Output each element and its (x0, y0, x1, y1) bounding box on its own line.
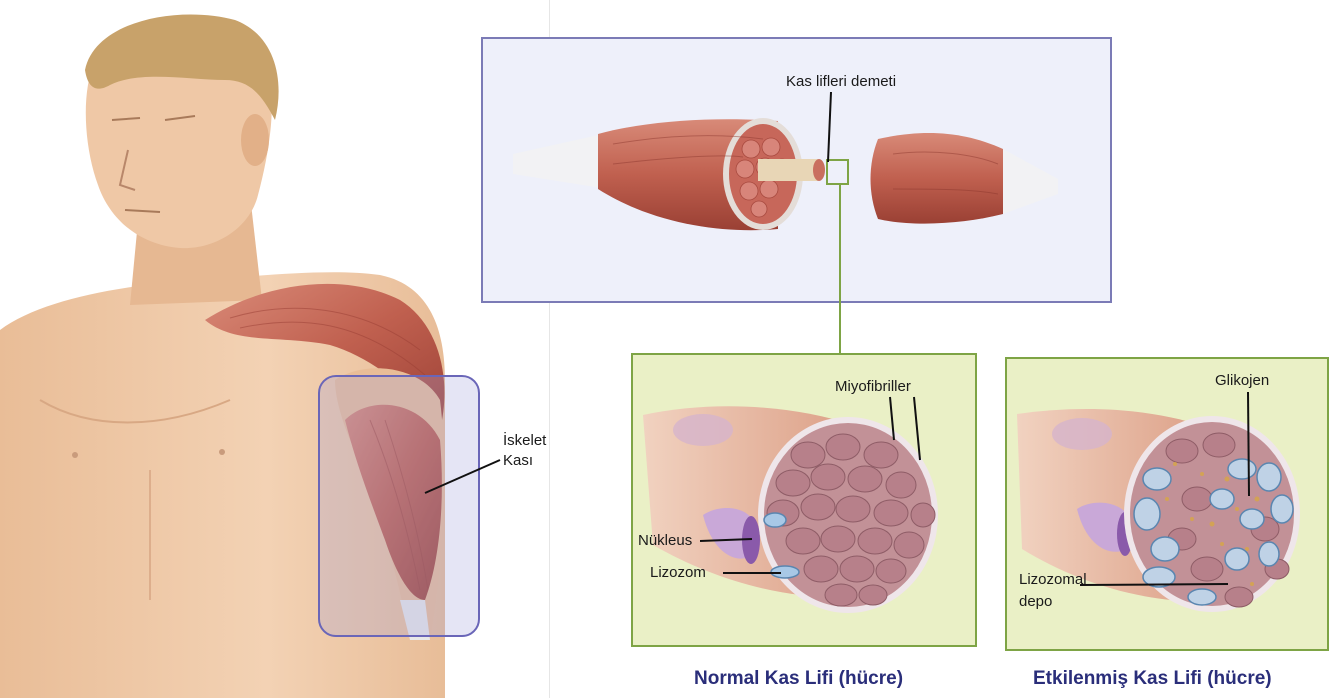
label-lysosomal-storage-line1: Lizozomal (1019, 571, 1087, 588)
label-lysosome: Lizozom (650, 564, 706, 581)
zoom-connector-line (839, 184, 841, 354)
label-glycogen: Glikojen (1215, 372, 1269, 389)
leader-line-lysosome (723, 567, 783, 579)
caption-affected-fiber: Etkilenmiş Kas Lifi (hücre) (1033, 668, 1272, 690)
label-nucleus: Nükleus (638, 532, 692, 549)
leader-line-nucleus (700, 535, 755, 547)
leader-line-glycogen (1243, 390, 1255, 500)
label-myofibrils: Miyofibriller (835, 378, 911, 395)
label-lysosomal-storage-line2: depo (1019, 593, 1052, 610)
leader-line-skeletal (420, 455, 510, 500)
leader-line-fiber-bundle (825, 92, 837, 164)
leader-line-lysosomal-storage (1080, 578, 1230, 592)
affected-fiber-illustration (1007, 359, 1327, 649)
label-fiber-bundle: Kas lifleri demeti (786, 73, 896, 90)
arm-highlight-frame (318, 375, 480, 637)
leader-lines-myofibrils (870, 395, 930, 465)
label-skeletal-muscle-line1: İskelet (503, 432, 546, 449)
caption-normal-fiber: Normal Kas Lifi (hücre) (694, 668, 903, 690)
